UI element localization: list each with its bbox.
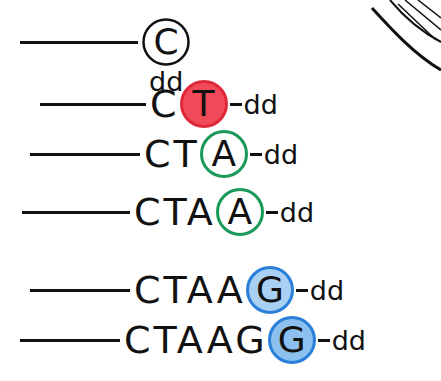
base-letter: C (153, 24, 178, 60)
circled-base: T (180, 80, 228, 128)
dideoxy-label: dd (280, 199, 314, 226)
strand-row: CTdd (40, 80, 278, 128)
dideoxy-label: dd (332, 327, 366, 354)
base-letter: A (227, 194, 252, 230)
dna-strand (30, 153, 140, 156)
circled-base: G (268, 316, 316, 364)
dna-strand (22, 211, 130, 214)
base-letter: A (211, 136, 236, 172)
base-letter: G (256, 272, 284, 308)
dna-strand (40, 103, 146, 106)
strand-row: CTA Add (22, 188, 314, 236)
strand-row: CT Add (30, 130, 298, 178)
bond-dash (266, 211, 278, 214)
strand-row: CTAA Gdd (30, 266, 344, 314)
sequence-text: CTAAG (124, 321, 268, 359)
sequence-text: CTA (134, 193, 216, 231)
circled-base: A (200, 130, 248, 178)
dideoxy-label: dd (244, 91, 278, 118)
strand-row: CTAAG Gdd (20, 316, 366, 364)
bond-dash (230, 103, 242, 106)
circled-base: A (216, 188, 264, 236)
circled-base: G (246, 266, 294, 314)
sequence-text: C (150, 85, 180, 123)
strand-row: C (20, 18, 190, 66)
dna-strand (20, 41, 138, 44)
base-letter: G (278, 322, 306, 358)
base-letter: T (193, 86, 215, 122)
sequence-text: CT (144, 135, 200, 173)
sequence-text: CTAA (134, 271, 246, 309)
dna-strand (20, 339, 120, 342)
dideoxy-label: dd (310, 277, 344, 304)
bond-dash (250, 153, 262, 156)
bond-dash (318, 339, 330, 342)
circled-base: C (142, 18, 190, 66)
dna-strand (30, 289, 130, 292)
bond-dash (296, 289, 308, 292)
dideoxy-label: dd (264, 141, 298, 168)
